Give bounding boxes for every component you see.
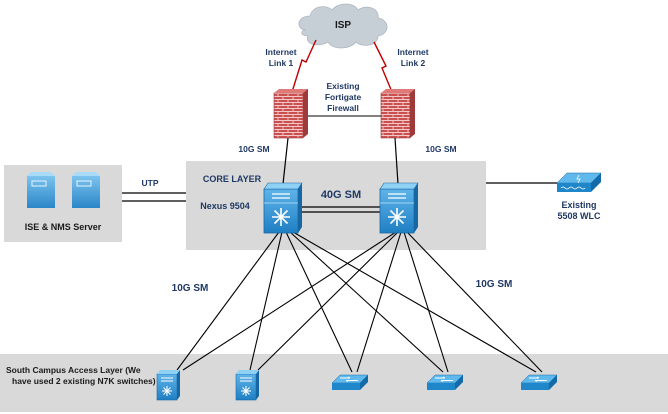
access-layer-label-line1: South Campus Access Layer (We <box>6 365 141 375</box>
internet-link-1-label-line2: Link 1 <box>269 58 294 68</box>
distribution-link-label-right: 10G SM <box>476 279 513 290</box>
link-core1-access2 <box>249 231 283 371</box>
server-icon <box>72 172 100 208</box>
access-nexus-switch-1-icon <box>156 369 181 401</box>
server-zone <box>4 165 122 242</box>
link-core2-access3 <box>356 231 402 373</box>
distribution-link-label-left: 10G SM <box>172 283 209 294</box>
internet-link-1-label-line1: Internet <box>265 47 296 57</box>
link-core1-access4 <box>289 231 444 373</box>
server-icon <box>27 172 55 208</box>
link-core2-access5 <box>406 231 543 373</box>
firewall-core-link-right <box>394 137 399 185</box>
core-layer-title: CORE LAYER <box>203 174 262 184</box>
distribution-links <box>176 231 543 373</box>
wlc-icon <box>556 172 602 192</box>
link-core2-access4 <box>403 231 449 373</box>
link-core2-access1 <box>182 231 397 371</box>
access-nexus-switch-2-icon <box>235 369 260 401</box>
wlc-label-line2: 5508 WLC <box>557 211 601 221</box>
link-core1-access5 <box>292 231 537 373</box>
wlc-label-line1: Existing <box>561 200 596 210</box>
core-switch-1-icon <box>263 182 303 234</box>
core-interlink-label: 40G SM <box>321 189 361 201</box>
core-model-label: Nexus 9504 <box>200 201 250 211</box>
core-switch-2-icon <box>379 182 419 234</box>
firewall-left-icon <box>273 89 308 139</box>
access-layer-label-line2: have used 2 existing N7K switches) <box>12 376 156 386</box>
link-core1-access1 <box>176 231 280 371</box>
internet-link-1 <box>291 39 317 93</box>
firewall-core-link-left <box>282 137 289 185</box>
internet-link-2-label-line2: Link 2 <box>401 58 426 68</box>
internet-link-2-label-line1: Internet <box>397 47 428 57</box>
internet-link-2 <box>373 41 393 93</box>
firewall-label-line1: Existing <box>326 81 359 91</box>
utp-label: UTP <box>142 178 159 188</box>
server-label: ISE & NMS Server <box>25 222 102 232</box>
firewall-right-icon <box>380 89 415 139</box>
link-core2-access2 <box>257 231 399 371</box>
firewall-uplink-label-left: 10G SM <box>238 144 269 154</box>
isp-label: ISP <box>335 20 351 31</box>
firewall-label-line2: Fortigate <box>325 92 362 102</box>
core-layer-zone <box>186 161 486 250</box>
firewall-label-line3: Firewall <box>327 103 359 113</box>
isp-cloud-icon <box>298 3 388 49</box>
firewall-uplink-label-right: 10G SM <box>425 144 456 154</box>
link-core1-access3 <box>285 231 353 373</box>
